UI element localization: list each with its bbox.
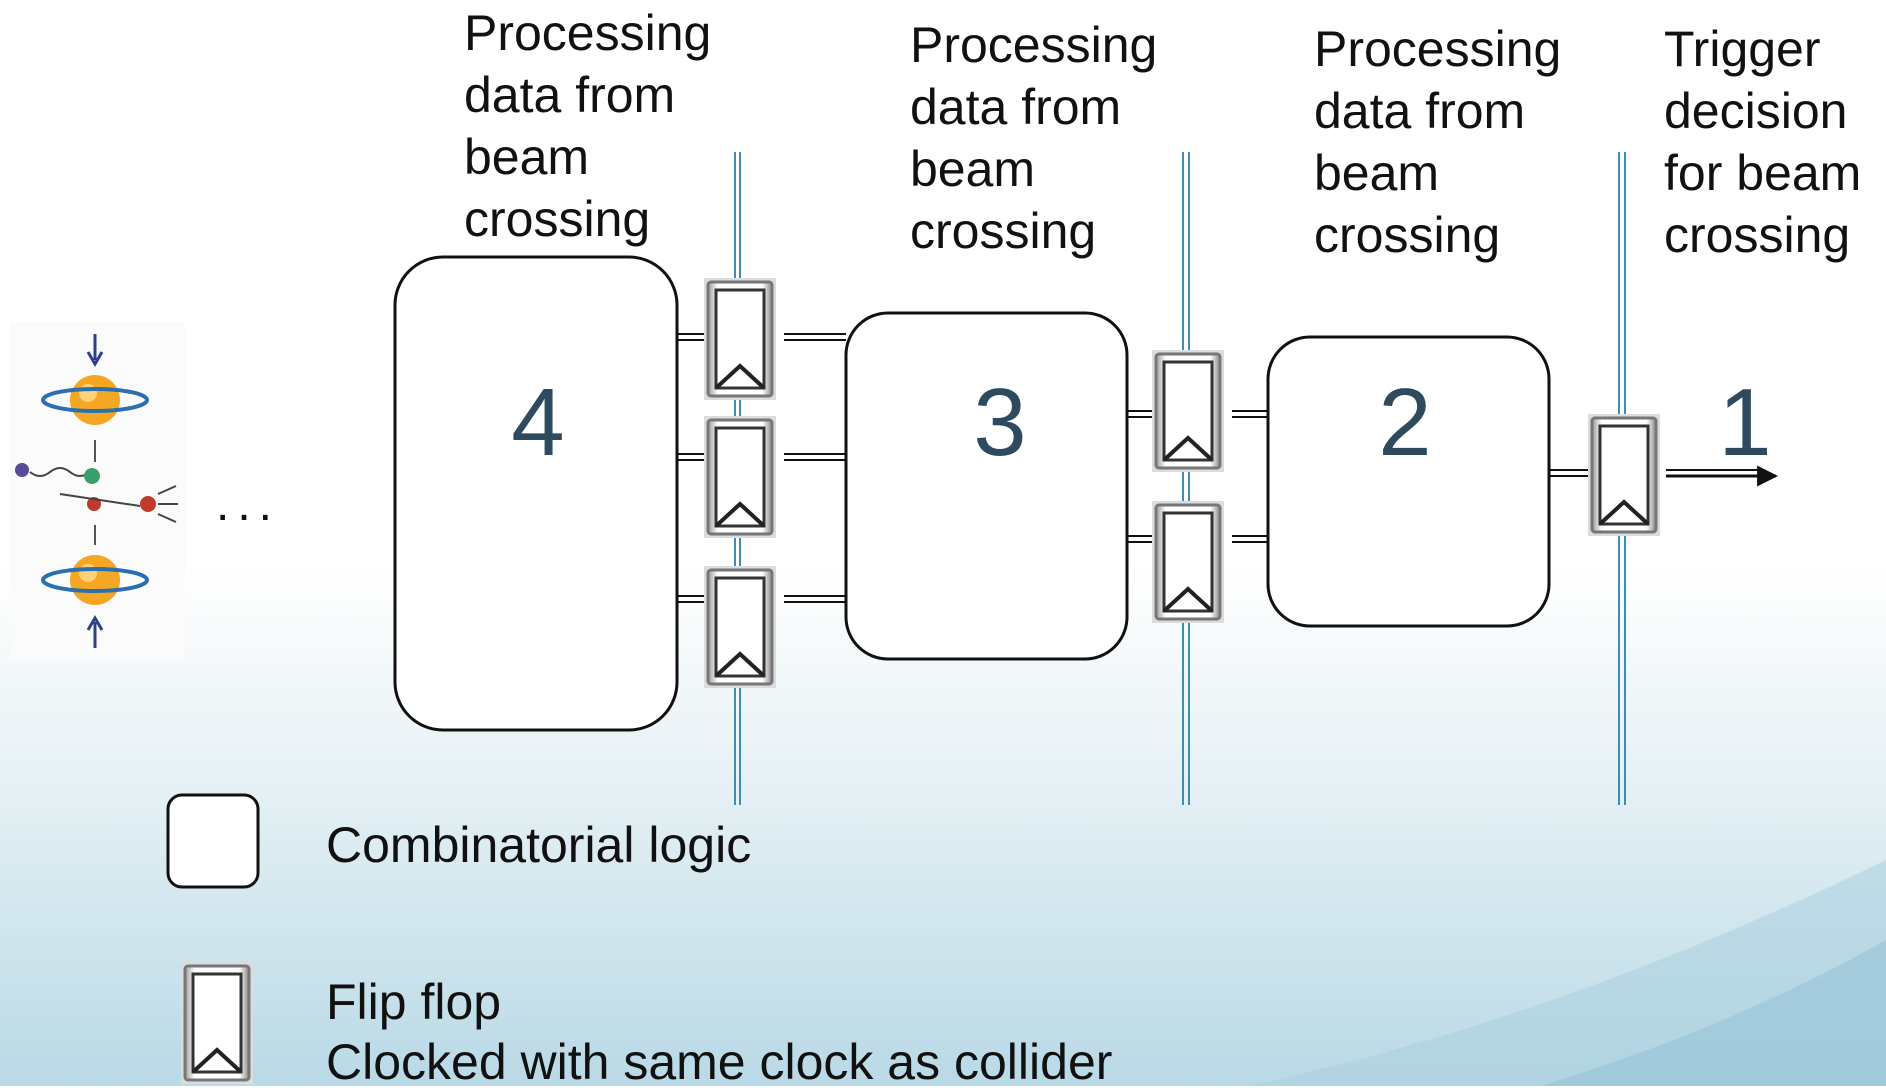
flip-flop (1150, 499, 1226, 625)
legend-flipflop-note: Clocked with same clock as collider (326, 1034, 1113, 1090)
flip-flop (702, 414, 778, 540)
flip-flop (1586, 412, 1662, 538)
flip-flop (702, 564, 778, 690)
signal-wires (677, 333, 1762, 603)
particle-collision-icon (10, 322, 185, 660)
clock-line (1182, 152, 1190, 805)
stage-label-4: Processing data from beam crossing (464, 5, 712, 247)
legend-flip-flop (179, 960, 255, 1086)
stage-label-2: Processing data from beam crossing (1314, 21, 1562, 263)
legend-logic-label: Combinatorial logic (326, 817, 752, 873)
logic-box-stage-2 (1266, 335, 1551, 628)
logic-box-stage-3 (844, 311, 1129, 661)
stage-number-3: 3 (973, 369, 1026, 476)
stage-label-1: Trigger decision for beam crossing (1664, 21, 1862, 263)
flip-flop (702, 276, 778, 402)
logic-box-stage-4 (393, 255, 679, 732)
ellipsis: ... (216, 478, 280, 531)
stage-label-3: Processing data from beam crossing (910, 17, 1158, 259)
legend-flipflop-label: Flip flop (326, 974, 502, 1030)
stage-number-4: 4 (511, 369, 564, 476)
flip-flop (1150, 348, 1226, 474)
stage-number-2: 2 (1378, 369, 1431, 476)
legend-logic-box (166, 793, 260, 889)
stage-number-1: 1 (1718, 369, 1771, 476)
